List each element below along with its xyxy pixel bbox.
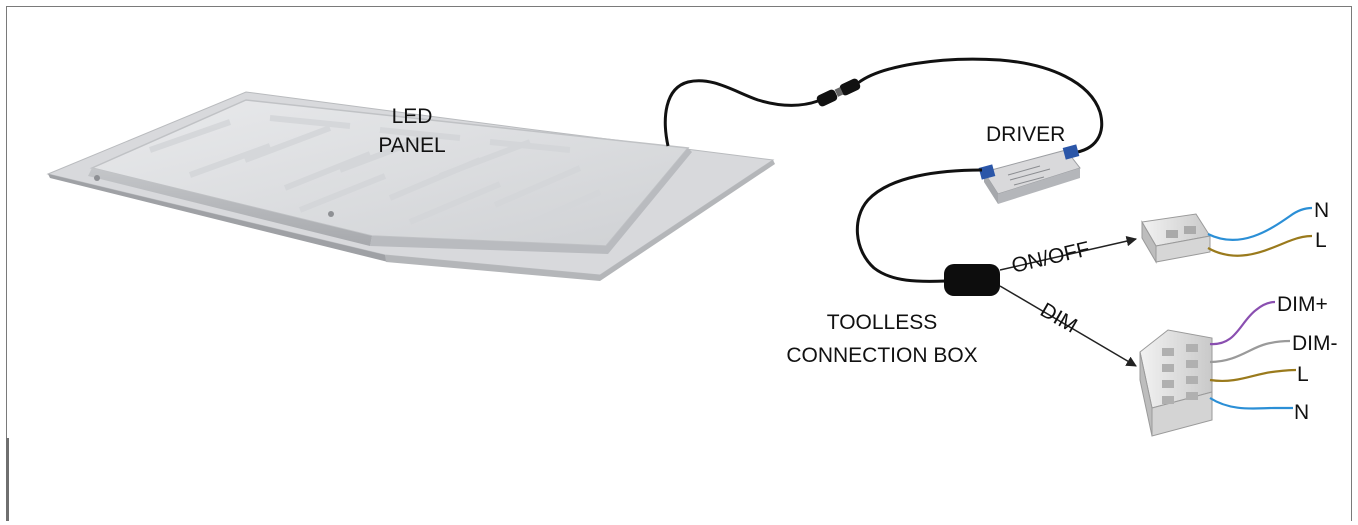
toolless-box-label-line2: CONNECTION BOX [786,344,978,367]
dim-wire-n [1209,397,1293,410]
toolless-box-label: TOOLLESS CONNECTION BOX [762,310,1002,368]
dim-terminal-n-label: N [1294,401,1310,424]
on-off-terminal-block [1141,213,1211,264]
toolless-box-label-line1: TOOLLESS [826,311,938,334]
on-off-terminal-l-label: L [1315,229,1327,252]
dim-wire-dim-minus [1209,339,1291,364]
driver-to-box-cable [855,168,983,283]
dim-wire-dim-plus [1209,300,1276,346]
led-panel-label-line1: LED [391,105,433,128]
frame-left-tick [6,438,9,521]
dim-terminal-block [1139,329,1213,437]
on-off-arrow [999,235,1138,271]
led-panel-label-line2: PANEL [378,134,446,157]
on-off-wire-l [1207,234,1313,257]
driver-image [978,144,1081,204]
dim-wire-l [1209,368,1297,382]
on-off-terminal-n-label: N [1314,199,1330,222]
led-panel-label: LED PANEL [372,104,452,158]
dim-terminal-dim-minus-label: DIM- [1292,332,1338,355]
frame-right-border [1351,6,1352,521]
dim-arrow [999,285,1137,367]
panel-cable [663,57,1104,155]
on-off-wire-n [1207,206,1313,241]
frame-top-border [6,6,1352,7]
dim-terminal-l-label: L [1297,363,1309,386]
led-panel-image [46,91,775,281]
frame-left-border [6,6,7,438]
dim-terminal-dim-plus-label: DIM+ [1277,293,1328,316]
cable-plug-connector [816,78,861,107]
driver-label: DRIVER [986,123,1066,146]
toolless-connection-box [944,264,1000,296]
